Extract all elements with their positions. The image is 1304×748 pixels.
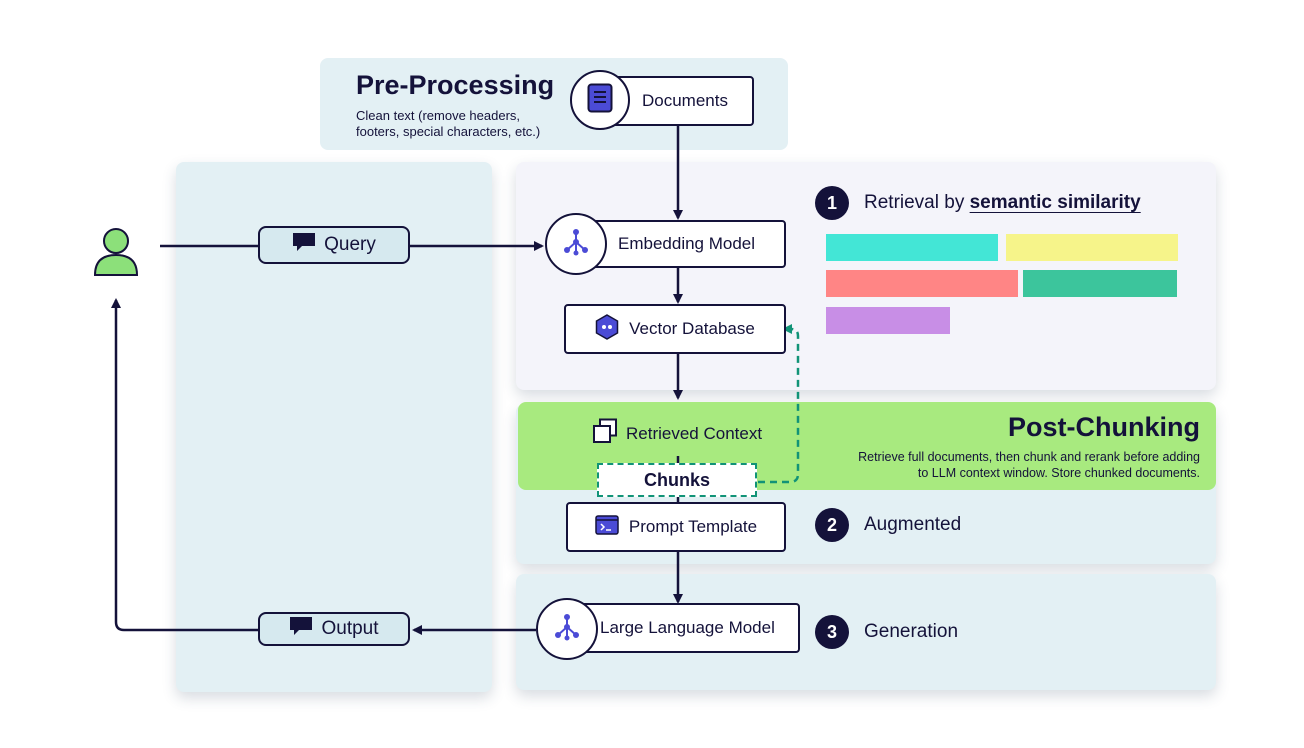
similarity-bar-green [1023,270,1177,297]
network-node-icon [552,612,582,647]
chunks-label: Chunks [643,469,710,490]
post-chunking-description-line2: to LLM context window. Store chunked doc… [917,466,1200,480]
llm-node: Large Language Model [566,603,800,653]
vector-db-icon [595,313,619,345]
vector-database-label: Vector Database [629,319,755,338]
post-chunking-panel: Post-Chunking Retrieve full documents, t… [518,402,1216,490]
post-chunking-description-line1: Retrieve full documents, then chunk and … [858,450,1200,464]
prompt-template-label: Prompt Template [628,517,758,536]
network-node-icon [561,227,591,262]
prompt-template-node: Prompt Template [566,502,786,552]
output-label: Output [321,618,379,639]
retrieval-step-label: Retrieval by semantic similarity [864,192,1141,214]
retrieval-label-emphasis: semantic similarity [969,192,1141,213]
copy-stack-icon [592,418,618,449]
query-pill: Query [258,226,410,264]
chunks-box: Chunks [597,463,757,497]
similarity-bar-cyan [826,234,998,261]
output-pill: Output [258,612,410,646]
llm-label: Large Language Model [600,618,775,637]
embedding-model-node: Embedding Model [580,220,786,268]
documents-node: Documents [606,76,754,126]
pre-processing-description-line1: Clean text (remove headers, [356,108,521,123]
pre-processing-description-line2: footers, special characters, etc.) [356,124,541,139]
chat-bubble-icon [289,616,313,642]
user-icon [92,226,140,278]
documents-icon-circle [570,70,630,130]
embedding-icon-circle [545,213,607,275]
llm-icon-circle [536,598,598,660]
retrieved-context-label: Retrieved Context [626,423,763,443]
document-icon [587,83,613,118]
generation-step-number: 3 [815,615,849,649]
query-label: Query [324,234,376,255]
augmented-step-number: 2 [815,508,849,542]
chat-bubble-icon [292,232,316,258]
retrieved-context-item: Retrieved Context [592,418,762,449]
similarity-bar-purple [826,307,950,334]
similarity-bar-salmon [826,270,1018,297]
retrieval-label-prefix: Retrieval by [864,192,970,213]
retrieval-step-number: 1 [815,186,849,220]
post-chunking-title: Post-Chunking [1008,412,1200,442]
augmented-step-label: Augmented [864,514,962,535]
embedding-model-label: Embedding Model [618,234,756,253]
similarity-bar-yellow [1006,234,1178,261]
generation-step-label: Generation [864,621,959,642]
documents-label: Documents [642,91,728,110]
pre-processing-title: Pre-Processing [356,70,555,100]
terminal-icon [595,514,619,540]
vector-database-node: Vector Database [564,304,786,354]
